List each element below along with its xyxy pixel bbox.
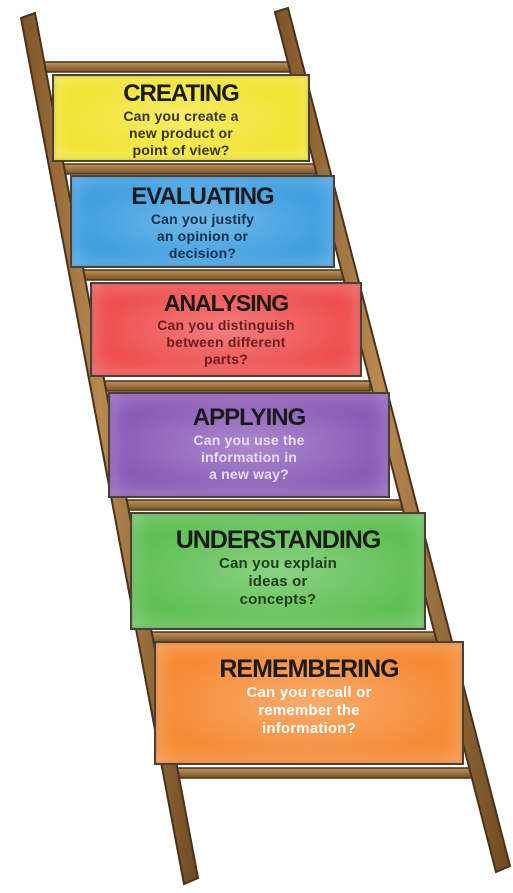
step-evaluating: EVALUATING Can you justify an opinion or…	[70, 175, 335, 268]
step-remembering: REMEMBERING Can you recall or remember t…	[154, 641, 464, 765]
step-title: APPLYING	[192, 404, 306, 431]
step-title: UNDERSTANDING	[175, 526, 382, 554]
ladder-rung	[97, 380, 371, 392]
ladder-rung	[119, 499, 407, 511]
step-title: CREATING	[123, 80, 240, 107]
step-title: EVALUATING	[131, 183, 274, 210]
ladder-rung	[79, 269, 345, 281]
step-creating: CREATING Can you create a new product or…	[52, 74, 310, 162]
step-title: ANALYSING	[163, 290, 289, 316]
ladder-rung	[39, 61, 295, 73]
step-analysing: ANALYSING Can you distinguish between di…	[90, 282, 362, 377]
ladder-rung	[59, 163, 317, 175]
step-question: Can you recall or remember the informati…	[246, 684, 372, 737]
step-question: Can you distinguish between different pa…	[157, 317, 295, 367]
step-question: Can you justify an opinion or decision?	[150, 211, 255, 261]
step-understanding: UNDERSTANDING Can you explain ideas or c…	[130, 512, 426, 630]
step-question: Can you use the information in a new way…	[193, 432, 305, 482]
step-applying: APPLYING Can you use the information in …	[108, 392, 390, 498]
step-title: REMEMBERING	[219, 655, 399, 683]
step-question: Can you explain ideas or concepts?	[218, 555, 338, 608]
ladder-rung	[165, 767, 479, 779]
step-question: Can you create a new product or point of…	[123, 108, 239, 158]
